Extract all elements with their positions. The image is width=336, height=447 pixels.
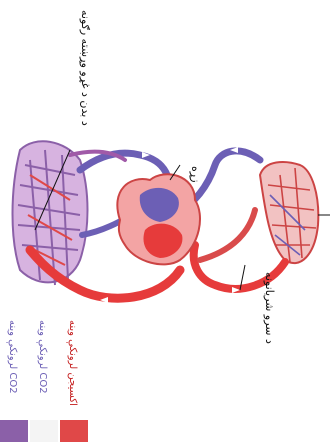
- legend-swatch-oxygenated: [60, 420, 88, 442]
- body-capillaries: [13, 141, 88, 285]
- legend-label-oxygenated: اکسیجن لرونکې وینه: [67, 320, 78, 406]
- legend-label-co2-upper: CO2 لرونکې وینه: [37, 320, 48, 394]
- legend-label-deoxygenated: CO2 لرونکې وینه: [7, 320, 18, 394]
- legend-swatch-deoxygenated: [0, 420, 28, 442]
- heart-label: زړه: [189, 166, 202, 183]
- capillaries-label: د بدن د غړو وړښته رګونه: [79, 10, 92, 126]
- artery-label: د سرو شریانونه: [263, 272, 276, 344]
- heart: [117, 174, 200, 264]
- legend-swatch-white: [30, 420, 58, 442]
- lung-capillaries: [260, 162, 318, 263]
